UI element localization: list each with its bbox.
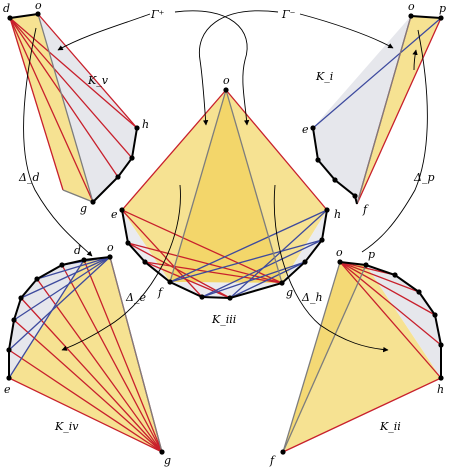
k-ii-label-p: p	[368, 248, 375, 261]
delta-h-label: Δ_h	[301, 291, 323, 304]
k-v-chain	[92, 127, 138, 203]
gamma-plus-arrow-left	[57, 13, 151, 51]
k-ii-label-h: h	[437, 383, 444, 396]
polygon-k-ii: o p h f K_ii	[269, 246, 444, 467]
gamma-plus-label: Γ⁺	[150, 8, 165, 21]
k-i-label-e: e	[302, 123, 309, 136]
k-v-top-edge	[37, 13, 138, 129]
delta-p-label: Δ_p	[413, 171, 435, 184]
gamma-minus-arrow-right	[299, 13, 394, 49]
k-i-edge-op	[410, 15, 442, 19]
delta-d-label: Δ_d	[18, 171, 40, 184]
k-ii-label-o: o	[336, 246, 343, 259]
k-ii-gray-region	[366, 265, 441, 378]
k-i-caption: K_i	[315, 70, 333, 83]
delta-h-arrow	[273, 184, 389, 353]
k-iv-chain	[8, 256, 111, 378]
k-iv-yellow-region	[9, 257, 162, 452]
gamma-minus-label: Γ⁻	[281, 8, 296, 21]
k-i-label-o: o	[408, 0, 415, 13]
delta-e-label: Δ_e	[125, 291, 146, 304]
k-i-gray-region	[313, 16, 411, 204]
k-i-label-p: p	[439, 2, 446, 15]
k-iii-chain	[121, 209, 328, 300]
k-iii-label-f: f	[157, 286, 164, 299]
k-iii-red-diagonals	[121, 89, 328, 299]
k-v-gray-region	[38, 14, 137, 202]
k-iv-blue-diagonals	[8, 256, 111, 379]
k-iii-label-g: g	[286, 286, 293, 299]
k-v-label-g: g	[80, 202, 87, 215]
delta-p-arrow	[361, 29, 428, 253]
k-iv-caption: K_iv	[54, 420, 79, 433]
k-iv-label-e: e	[4, 383, 11, 396]
delta-d-arrow	[23, 27, 93, 257]
k-v-red-diagonals	[9, 17, 138, 203]
k-iii-yellow-right	[226, 90, 327, 283]
polygon-k-v: d o h g K_v	[3, 0, 149, 215]
polygon-k-iv: d o e g K_iv	[4, 241, 171, 467]
k-v-label-d: d	[3, 2, 10, 15]
k-ii-red-diagonals	[282, 261, 442, 453]
k-ii-yellow-region	[283, 262, 441, 452]
k-v-label-h: h	[142, 118, 149, 131]
k-iii-blue-diagonals	[169, 209, 328, 299]
polygon-k-iii: o e h f g K_iii	[111, 74, 341, 326]
k-i-label-f: f	[362, 203, 369, 216]
k-ii-label-f: f	[269, 454, 276, 467]
k-iv-label-o: o	[107, 241, 114, 254]
k-ii-caption: K_ii	[379, 420, 401, 433]
k-v-caption: K_v	[87, 74, 109, 87]
transformation-arrows	[23, 10, 428, 353]
delta-p-arrow-head	[412, 49, 418, 71]
k-iii-label-h: h	[334, 208, 341, 221]
gamma-plus-arrow-down	[174, 10, 250, 126]
delta-e-arrow	[61, 184, 181, 351]
k-iv-red-diagonals	[8, 256, 163, 453]
polygon-k-i: o p e f K_i	[302, 0, 446, 216]
k-iii-caption: K_iii	[211, 313, 236, 326]
k-iii-yellow-center	[170, 90, 282, 283]
k-iv-label-d: d	[74, 244, 81, 257]
k-v-label-o: o	[35, 0, 42, 12]
k-v-gray-diagonal	[37, 13, 94, 203]
gamma-minus-arrow-down	[198, 10, 279, 126]
k-iii-yellow-left	[122, 90, 226, 282]
k-iii-label-e: e	[111, 208, 118, 221]
k-iv-label-g: g	[164, 454, 171, 467]
k-v-edge-do	[9, 13, 39, 19]
k-iii-label-o: o	[223, 74, 230, 87]
